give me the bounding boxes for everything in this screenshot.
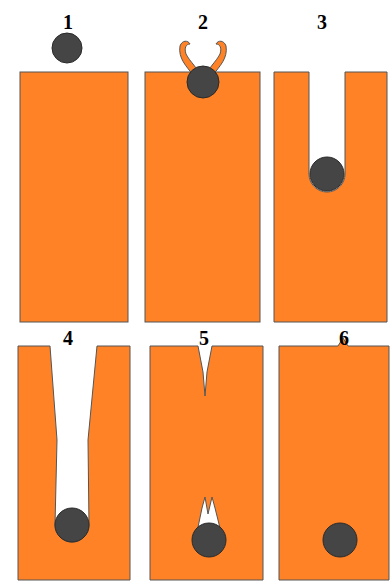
callout-number: 5 xyxy=(199,328,209,348)
target-block xyxy=(150,346,263,580)
target-block xyxy=(274,72,387,322)
ball xyxy=(192,523,226,557)
callout-number: 6 xyxy=(339,328,349,348)
ball xyxy=(310,157,344,191)
ball xyxy=(52,33,82,63)
callout-number: 1 xyxy=(63,12,73,32)
target-block xyxy=(18,346,130,580)
ball xyxy=(55,508,89,542)
target-block xyxy=(279,338,389,580)
ball xyxy=(323,523,357,557)
target-block xyxy=(20,72,128,322)
callout-number: 2 xyxy=(198,12,208,32)
target-block xyxy=(145,72,260,322)
ball xyxy=(187,66,219,98)
callout-number: 4 xyxy=(63,328,73,348)
callout-number: 3 xyxy=(317,12,327,32)
